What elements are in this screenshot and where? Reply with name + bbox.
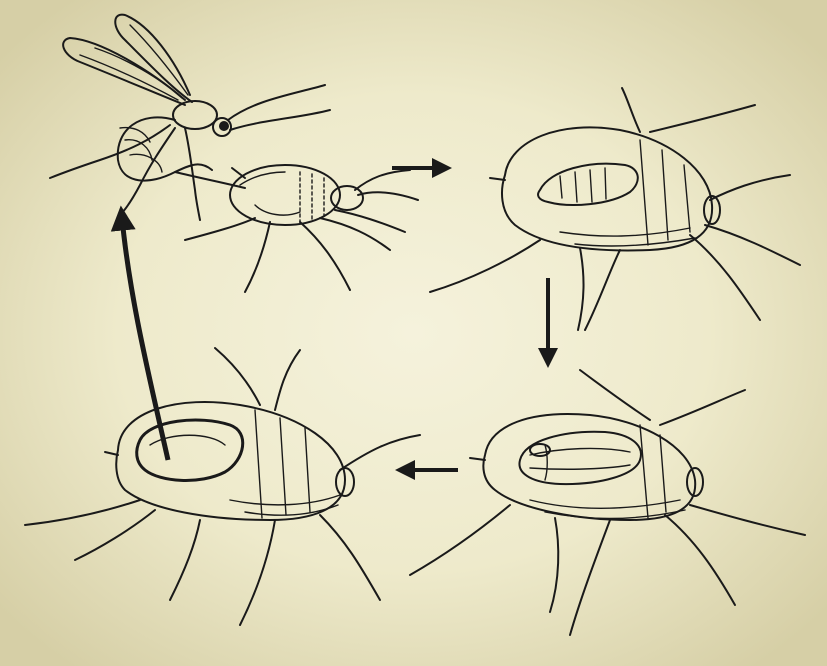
life-cycle-diagram [0, 0, 827, 666]
background [0, 0, 827, 666]
diagram-canvas [0, 0, 827, 666]
